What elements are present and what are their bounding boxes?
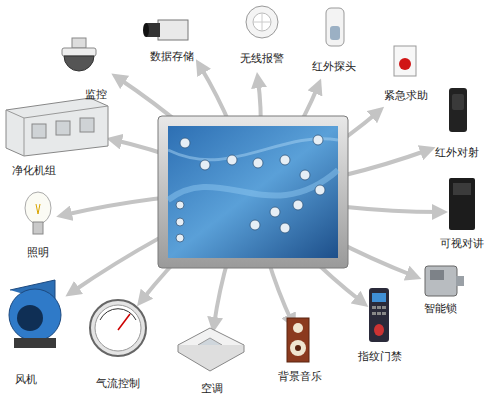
infrared-probe (326, 8, 344, 46)
smart-lock (425, 266, 464, 296)
blower-fan (9, 280, 61, 348)
device-label: 监控 (85, 88, 107, 101)
device-label: 指纹门禁 (358, 350, 402, 363)
emergency-button (394, 46, 416, 76)
device-label: 红外对射 (435, 146, 479, 159)
device-label: 数据存储 (150, 50, 194, 63)
device-label: 空调 (201, 382, 223, 395)
ceiling-ac (178, 328, 244, 371)
fingerprint-reader (369, 288, 389, 342)
device-label: 背景音乐 (278, 370, 322, 383)
device-label: 净化机组 (12, 164, 56, 177)
infrared-beam (449, 88, 467, 132)
device-label: 红外探头 (312, 60, 356, 73)
touch-screen (158, 116, 348, 268)
speaker (287, 318, 309, 362)
device-label: 气流控制 (96, 377, 140, 390)
light-bulb (25, 192, 51, 234)
device-label: 风机 (15, 373, 37, 386)
device-label: 无线报警 (240, 52, 284, 65)
video-intercom (449, 178, 475, 230)
ray-arrows (64, 66, 440, 325)
dome-camera (62, 38, 96, 71)
wireless-alarm (246, 6, 278, 38)
device-label: 可视对讲 (440, 237, 484, 250)
device-label: 紧急求助 (384, 89, 428, 102)
device-label: 智能锁 (424, 302, 457, 315)
device-label: 照明 (27, 246, 49, 259)
airflow-gauge (90, 300, 146, 356)
purification-unit (6, 98, 108, 156)
box-camera (143, 20, 188, 40)
